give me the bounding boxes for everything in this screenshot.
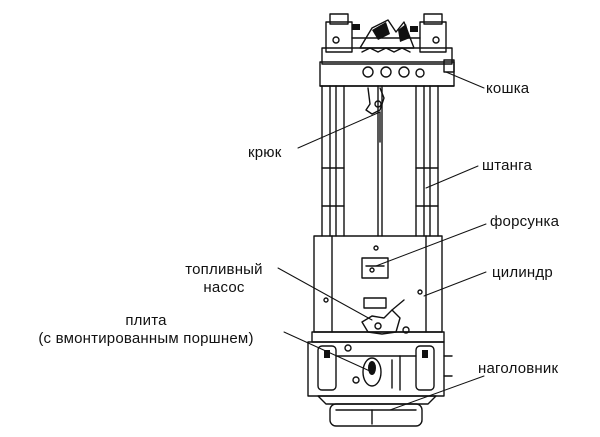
label-kryuk: крюк (248, 144, 282, 161)
label-toplivnyi-nasos-line2: насос (203, 279, 245, 296)
label-tsilindr: цилиндр (492, 264, 553, 281)
label-forsunka: форсунка (490, 213, 560, 230)
leader-lines (277, 71, 487, 411)
label-nagolovnik: наголовник (478, 360, 559, 377)
guide-rods-shtanga (321, 85, 439, 237)
helmet-nagolovnik (317, 395, 437, 427)
trolley-koshka (319, 13, 455, 87)
label-plita-line1: плита (125, 312, 167, 329)
label-koshka: кошка (486, 80, 530, 97)
plate-plita (307, 331, 453, 397)
label-toplivnyi-nasos-line1: топливный (185, 261, 263, 278)
label-plita: плита (с вмонтированным поршнем) (4, 312, 288, 348)
trolley-dark-parts (352, 22, 418, 42)
plate-dark-parts (324, 350, 428, 375)
central-rope (377, 85, 383, 237)
cylinder-tsilindr (313, 235, 443, 335)
label-plita-line2: (с вмонтированным поршнем) (38, 330, 254, 347)
label-shtanga: штанга (482, 157, 533, 174)
label-toplivnyi-nasos: топливный насос (168, 261, 280, 297)
fuel-pump (363, 297, 387, 309)
injector-forsunka (361, 257, 389, 279)
